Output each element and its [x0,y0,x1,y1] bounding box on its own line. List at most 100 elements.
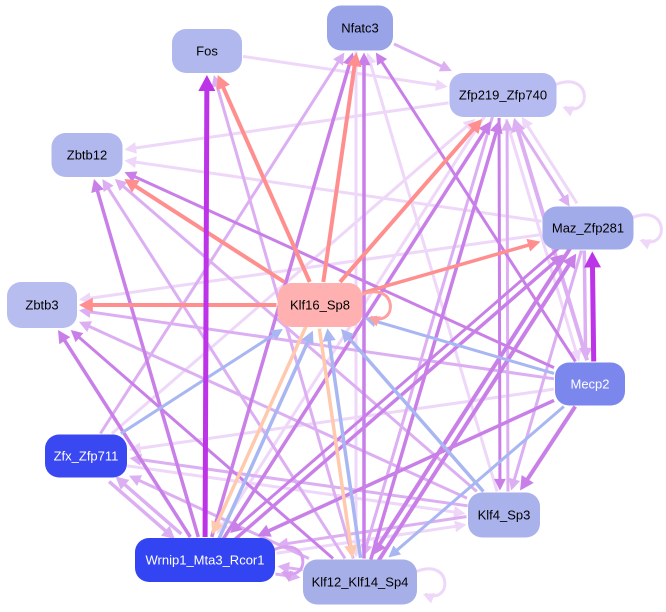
arrowhead-Maz_Zfp281-to-Klf12_Klf14_Sp4 [372,539,386,556]
edge-Zfp219_Zfp740-to-Mecp2 [504,118,578,354]
node-box-Zbtb3[interactable] [7,282,77,328]
arrowhead-Zfp219_Zfp740-to-Maz_Zfp281 [558,193,570,207]
arrowhead-Zfp219_Zfp740-to-Mecp2 [570,348,582,362]
edge-Klf16_Sp8-to-Zfp219_Zfp740 [338,126,477,284]
self-loop-arrowhead-Zfp219_Zfp740 [562,106,575,117]
arrowhead-Maz_Zfp281-to-Mecp2 [578,347,593,361]
node-Zbtb3[interactable]: Zbtb3 [7,282,77,328]
arrowhead-Klf16_Sp8-to-Nfatc3 [347,52,362,68]
node-label-Wrnip1_Mta3_Rcor1: Wrnip1_Mta3_Rcor1 [146,553,265,568]
self-loop-Maz_Zfp281 [630,213,663,244]
node-Nfatc3[interactable]: Nfatc3 [327,5,393,51]
edge-Klf12_Klf14_Sp4-to-Maz_Zfp281 [376,261,572,562]
arrowhead-Wrnip1_Mta3_Rcor1-to-Zfp219_Zfp740 [478,121,491,136]
node-box-Wrnip1_Mta3_Rcor1[interactable] [135,538,275,582]
arrowhead-Zfx_Zfp711-to-Klf16_Sp8 [269,329,283,341]
node-box-Klf4_Sp3[interactable] [468,492,540,538]
edge-Zfx_Zfp711-to-Klf16_Sp8 [120,332,276,435]
self-loop-arrowhead-Klf12_Klf14_Sp4 [423,593,436,604]
node-box-Zbtb12[interactable] [51,133,123,177]
node-box-Fos[interactable] [172,29,242,73]
arrowhead-Zfx_Zfp711-to-Nfatc3 [333,52,345,66]
edge-Mecp2-to-Zbtb12 [132,174,555,369]
node-Mecp2[interactable]: Mecp2 [555,362,625,406]
node-Klf16_Sp8[interactable]: Klf16_Sp8 [277,283,363,327]
arrowhead-Maz_Zfp281-to-Klf4_Sp3 [508,477,521,491]
edge-Maz_Zfp281-to-Wrnip1_Mta3_Rcor1 [236,246,561,529]
arrowhead-Zfp219_Zfp740-to-Klf4_Sp3 [494,478,506,491]
node-Maz_Zfp281[interactable]: Maz_Zfp281 [542,206,634,250]
node-box-Maz_Zfp281[interactable] [542,206,634,250]
node-box-Klf16_Sp8[interactable] [277,283,363,327]
arrowhead-Klf16_Sp8-to-Klf12_Klf14_Sp4 [344,544,358,559]
node-Klf4_Sp3[interactable]: Klf4_Sp3 [468,492,540,538]
edge-Klf4_Sp3-to-Nfatc3 [368,60,499,492]
self-loop-Klf12_Klf14_Sp4 [414,567,447,598]
self-loop-Zfp219_Zfp740 [553,80,586,111]
node-label-Klf4_Sp3: Klf4_Sp3 [478,508,531,523]
arrowhead-Klf12_Klf14_Sp4-to-Zbtb12 [102,179,114,192]
edge-Wrnip1_Mta3_Rcor1-to-Zfx_Zfp711 [122,481,183,536]
arrowhead-Mecp2-to-Wrnip1_Mta3_Rcor1 [257,524,272,537]
node-Zbtb12[interactable]: Zbtb12 [51,133,123,177]
arrowhead-Mecp2-to-Nfatc3 [375,52,388,66]
edge-Wrnip1_Mta3_Rcor1-to-Zbtb3 [61,337,192,538]
arrowhead-Klf12_Klf14_Sp4-to-Nfatc3 [357,52,371,66]
arrowhead-Wrnip1_Mta3_Rcor1-to-Klf16_Sp8 [301,330,314,345]
edge-Klf16_Sp8-to-Nfatc3 [321,63,357,283]
node-box-Klf12_Klf14_Sp4[interactable] [303,559,417,605]
arrowhead-Wrnip1_Mta3_Rcor1-to-Zbtb3 [57,330,71,345]
arrowhead-Klf16_Sp8-to-Maz_Zfp281 [526,238,541,252]
arrowhead-Wrnip1_Mta3_Rcor1-to-Maz_Zfp281 [549,254,564,268]
node-Wrnip1_Mta3_Rcor1[interactable]: Wrnip1_Mta3_Rcor1 [135,538,275,582]
edge-Zfp219_Zfp740-to-Maz_Zfp281 [513,119,566,200]
node-box-Nfatc3[interactable] [327,5,393,51]
node-label-Maz_Zfp281: Maz_Zfp281 [552,221,624,236]
node-label-Zbtb12: Zbtb12 [67,148,107,163]
edge-Maz_Zfp281-to-Zbtb3 [87,233,542,300]
edge-Mecp2-to-Klf16_Sp8 [372,319,555,375]
arrowhead-Wrnip1_Mta3_Rcor1-to-Zbtb12 [91,179,104,194]
edge-Maz_Zfp281-to-Zfp219_Zfp740 [525,123,579,205]
arrowhead-Wrnip1_Mta3_Rcor1-to-Zfx_Zfp711 [115,476,130,490]
arrowhead-Klf16_Sp8-to-Wrnip1_Mta3_Rcor1 [211,520,224,535]
edge-Nfatc3-to-Zfp219_Zfp740 [393,42,445,69]
edge-Klf12_Klf14_Sp4-to-Zbtb12 [106,186,347,560]
nodes-layer: Fos Nfatc3Zfp219_Zfp740Zbtb12Maz_Zfp281Zb… [7,5,634,605]
node-Zfp219_Zfp740[interactable]: Zfp219_Zfp740 [449,73,557,117]
arrowhead-Maz_Zfp281-to-Zbtb12 [124,156,137,168]
edge-Klf16_Sp8-to-Fos [220,84,312,283]
arrowhead-Klf16_Sp8-to-Zfp219_Zfp740 [467,119,483,135]
arrowhead-Klf4_Sp3-to-Zbtb12 [114,179,128,192]
arrowhead-Klf4_Sp3-to-Klf16_Sp8 [341,329,355,343]
node-label-Zfx_Zfp711: Zfx_Zfp711 [54,449,119,464]
arrowhead-Maz_Zfp281-to-Wrnip1_Mta3_Rcor1 [230,520,243,533]
node-label-Zbtb3: Zbtb3 [25,298,58,313]
edge-Zfx_Zfp711-to-Zfp219_Zfp740 [111,123,470,435]
arrowhead-Klf12_Klf14_Sp4-to-Klf16_Sp8 [322,328,336,342]
edge-Maz_Zfp281-to-Klf12_Klf14_Sp4 [376,247,572,548]
arrowhead-Wrnip1_Mta3_Rcor1-to-Klf4_Sp3 [454,520,467,533]
edge-Mecp2-to-Nfatc3 [379,59,577,363]
arrowhead-Klf12_Klf14_Sp4-to-Zfx_Zfp711 [129,475,143,486]
arrowhead-Zfp219_Zfp740-to-Zbtb12 [124,142,137,154]
arrowhead-Klf4_Sp3-to-Zbtb3 [79,321,93,332]
node-label-Fos: Fos [196,44,218,59]
node-Klf12_Klf14_Sp4[interactable]: Klf12_Klf14_Sp4 [303,559,417,605]
edge-Klf16_Sp8-to-Maz_Zfp281 [363,242,532,295]
node-Zfx_Zfp711[interactable]: Zfx_Zfp711 [45,434,127,478]
edge-Wrnip1_Mta3_Rcor1-to-Maz_Zfp281 [233,259,557,542]
edge-Klf4_Sp3-to-Zfp219_Zfp740 [505,128,510,492]
arrowhead-Zfx_Zfp711-to-Klf4_Sp3 [453,506,466,518]
edge-Mecp2-to-Zfx_Zfp711 [137,387,555,451]
node-Fos[interactable]: Fos [172,29,242,73]
self-loop-arrowhead-Maz_Zfp281 [639,239,652,250]
edge-Zfx_Zfp711-to-Wrnip1_Mta3_Rcor1 [107,480,169,534]
node-box-Zfp219_Zfp740[interactable] [449,73,557,117]
arrowhead-Wrnip1_Mta3_Rcor1-to-Fos [198,75,216,92]
node-box-Mecp2[interactable] [555,362,625,406]
edge-Klf4_Sp3-to-Zfx_Zfp711 [138,457,468,508]
node-box-Zfx_Zfp711[interactable] [45,434,127,478]
